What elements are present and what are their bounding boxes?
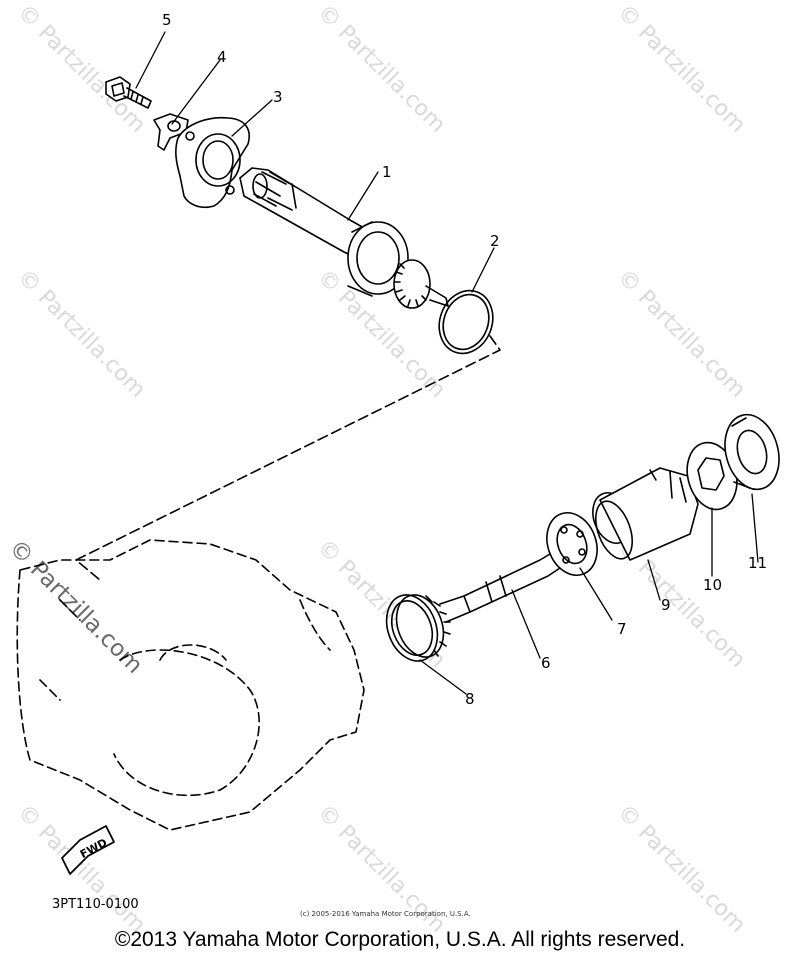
callout-5: 5 (162, 11, 172, 29)
oil-seal-part (385, 594, 439, 662)
callout-7: 7 (617, 620, 627, 638)
callout-8: 8 (465, 690, 475, 708)
small-copyright-notice: (c) 2005-2016 Yamaha Motor Corporation, … (300, 910, 471, 918)
engine-outline (16, 539, 365, 831)
callout-9: 9 (661, 596, 671, 614)
bearing-plate-part (175, 116, 250, 209)
fwd-arrow-icon: FWD (61, 825, 115, 875)
bolt-part (105, 76, 152, 109)
callout-1: 1 (382, 163, 392, 181)
coupling-sleeve-part (594, 467, 699, 561)
lock-washer-part (153, 113, 189, 151)
ball-bearing-part (546, 512, 598, 576)
copyright-notice: ©2013 Yamaha Motor Corporation, U.S.A. A… (114, 928, 686, 951)
diagram-part-code: 3PT110-0100 (52, 897, 139, 912)
leader-lines (135, 31, 759, 695)
callout-6: 6 (541, 654, 551, 672)
callout-10: 10 (703, 576, 723, 594)
callout-2: 2 (490, 232, 500, 250)
drive-shaft-part (239, 167, 449, 309)
callout-11: 11 (748, 554, 768, 572)
nut-part (686, 441, 738, 511)
callout-3: 3 (273, 88, 283, 106)
driven-shaft-part (395, 547, 567, 658)
callout-4: 4 (217, 48, 227, 66)
assembly-leader-line (75, 335, 501, 581)
end-bearing-part (724, 413, 780, 491)
circlip-part (438, 289, 494, 355)
